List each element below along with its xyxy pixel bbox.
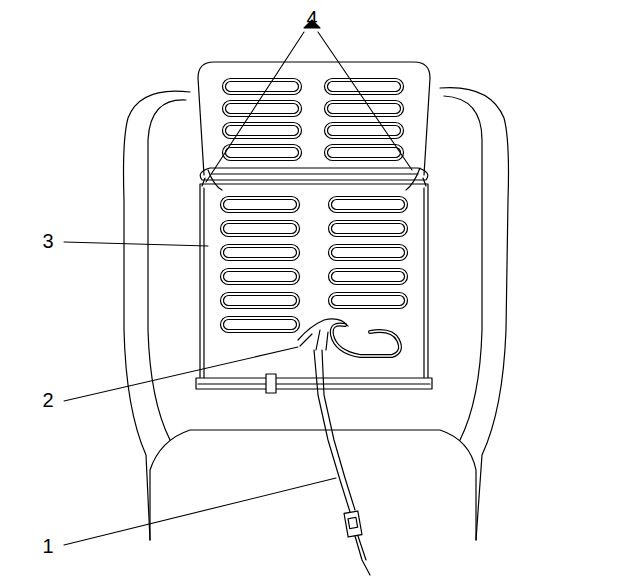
upper-panel [198,62,430,175]
callout-number: 2 [42,390,53,410]
seat-bottom-trim [150,430,476,540]
wire-harness [314,350,355,512]
seat-back-inner [148,96,482,440]
callout-number: 1 [42,536,53,556]
seat-back-shell [124,88,509,540]
upper-rod [200,168,428,180]
harness-connector [344,511,362,537]
lower-rail [196,378,432,389]
heater-element-lower [222,198,406,331]
mat-edge [423,188,424,382]
callout-number: 3 [42,231,53,251]
heater-element-exit [332,324,400,356]
wire-junction [298,319,348,350]
mat-edge [203,188,204,382]
leader-lines [64,20,412,545]
rail-clip [266,374,276,393]
callout-number: 4 [306,8,317,28]
heater-element-upper [224,80,402,159]
